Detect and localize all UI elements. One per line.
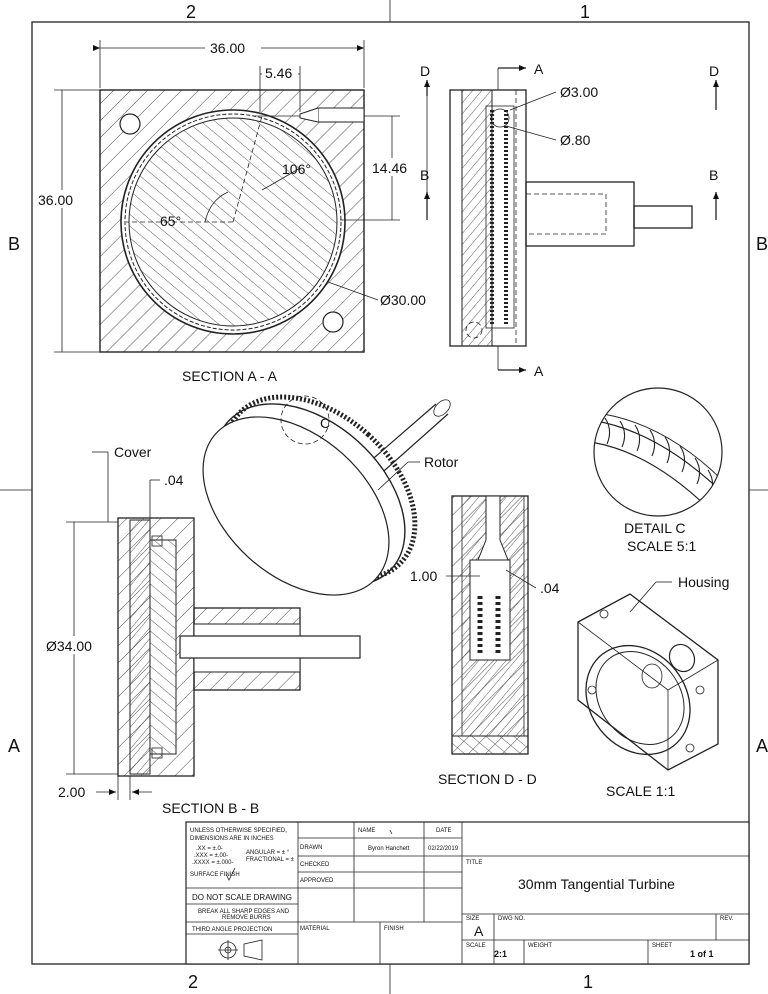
tb-rev-header: REV. [720,916,734,922]
tb-burrs-1: BREAK ALL SHARP EDGES AND [198,909,290,915]
zone-label-bottom-2: 2 [188,972,198,992]
tb-drawn-date: 02/22/2019 [428,846,459,852]
tb-projection: THIRD ANGLE PROJECTION [192,927,272,933]
tb-size-header: SIZE [466,916,479,922]
tb-date-header: DATE [436,828,452,834]
detail-c-ref: C [320,415,330,431]
tb-approved-label: APPROVED [300,878,334,884]
housing-callout: Housing [678,574,729,590]
zone-label-left-b: B [8,234,20,254]
dim-offset-value: 5.46 [265,65,292,81]
tb-name-header: NAME [358,828,375,834]
detail-c-title: DETAIL C [624,520,685,536]
tb-note-3: .XX = ±.0- [196,846,223,852]
cover-thickness-label: 2.00 [58,784,85,800]
rotor-diameter-label: Ø30.00 [380,292,426,308]
cut-b-right: B [709,167,718,183]
tb-surface-finish: SURFACE FINISH [190,872,240,878]
rotor-callout: Rotor [424,454,459,470]
title-block [185,821,750,965]
zone-label-top-2: 2 [186,2,196,22]
tb-scale-header: SCALE [466,943,486,949]
cut-a-top: A [534,61,544,77]
section-a-a-view [99,89,365,353]
angle-106-label: 106° [282,161,311,177]
tb-note-1: UNLESS OTHERWISE SPECIFIED, [190,828,287,834]
tb-sheet-value: 1 of 1 [690,949,714,959]
cut-b-left: B [420,167,429,183]
tb-do-not-scale: DO NOT SCALE DRAWING [192,893,292,902]
detail-c-scale: SCALE 5:1 [627,538,696,554]
section-a-a-title: SECTION A - A [182,368,278,384]
zone-label-left-a: A [8,736,20,756]
cut-a-bottom: A [534,363,544,379]
housing-iso-view [577,593,719,771]
zone-label-right-b: B [756,234,768,254]
side-view [449,89,693,347]
housing-diameter-label: Ø34.00 [46,638,92,654]
cover-gap-label: .04 [164,472,184,488]
tb-title-header: TITLE [466,860,482,866]
tb-note-6: ANGULAR = ± ° [246,850,290,856]
nozzle-diameter-label: Ø.80 [560,132,591,148]
section-d-d-view [451,495,529,755]
tb-scale-value: 2:1 [494,949,507,959]
dim-height-value: 36.00 [38,192,73,208]
tb-drawn-name: Byron Hanchett [368,846,410,852]
section-b-b-view [117,517,361,777]
angle-65-label: 65° [160,213,181,229]
tb-finish-label: FINISH [384,926,404,932]
section-b-b-title: SECTION B - B [162,800,259,816]
tb-note-2: DIMENSIONS ARE IN INCHES [190,836,274,842]
cut-d-left: D [420,63,430,79]
tb-material-label: MATERIAL [300,926,330,932]
tb-note-4: .XXX = ±.00- [194,853,228,859]
tb-size-value: A [474,923,484,939]
dim-width-value: 36.00 [210,40,245,56]
tb-note-5: .XXXX = ±.000- [192,860,233,866]
zone-label-right-a: A [756,736,768,756]
dim-depth-value: 14.46 [372,160,407,176]
zone-label-bottom-1: 1 [583,972,593,992]
tb-sheet-header: SHEET [652,943,672,949]
zone-label-top-1: 1 [580,2,590,22]
tb-weight-header: WEIGHT [528,943,552,949]
tb-checked-label: CHECKED [300,862,330,868]
detail-c-view [593,387,723,517]
tb-drawing-title: 30mm Tangential Turbine [518,876,675,892]
section-d-d-title: SECTION D - D [438,771,537,787]
cover-callout: Cover [114,444,152,460]
nozzle-height-label: 1.00 [410,568,437,584]
tb-drawn-label: DRAWN [300,845,322,851]
rotor-iso-view [202,394,451,596]
tb-burrs-2: REMOVE BURRS [222,915,271,921]
iso-scale-label: SCALE 1:1 [606,783,675,799]
cut-d-right: D [709,63,719,79]
hole-diameter-label: Ø3.00 [560,84,598,100]
tb-dwg-header: DWG NO. [498,916,525,922]
tb-note-7: FRACTIONAL = ± [246,857,295,863]
nozzle-gap-label: .04 [540,580,560,596]
